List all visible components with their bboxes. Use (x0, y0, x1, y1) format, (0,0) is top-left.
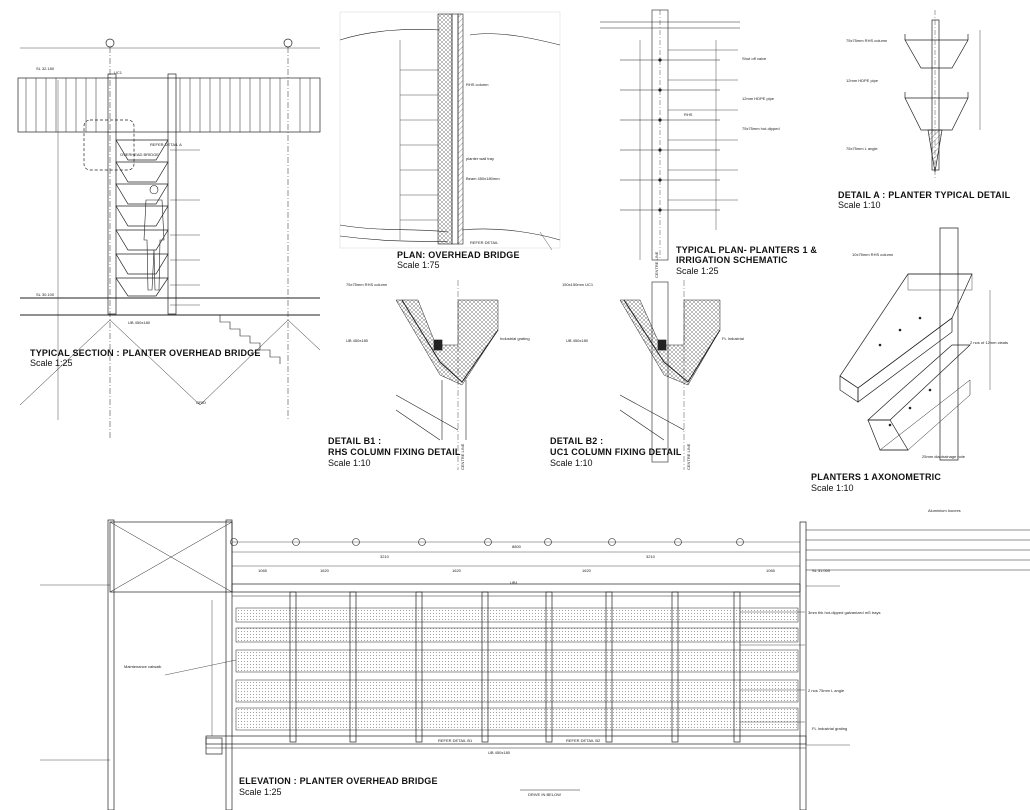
el-dim-c3: 1620 (582, 568, 591, 573)
el-dim-total: 8800 (512, 544, 521, 549)
typical-plan-title-line1: TYPICAL PLAN- PLANTERS 1 & (676, 245, 818, 255)
axonometric-title: PLANTERS 1 AXONOMETRIC (811, 472, 942, 482)
sec-refer-note: REFER DETAIL A (150, 142, 182, 147)
a-hdpe-note: 12mm HDPE pipe (846, 78, 879, 83)
el-dim-b: 1065 (258, 568, 267, 573)
el-angle-label: 2 nos 75mm L angle (808, 688, 845, 693)
b1-ub-note: UB 450x180 (346, 338, 369, 343)
el-dim-a2: 3210 (646, 554, 655, 559)
b2-centre-line: CENTRE LINE (686, 443, 691, 470)
typical-section-title: TYPICAL SECTION : PLANTER OVERHEAD BRIDG… (30, 348, 261, 358)
sec-grid-note: GRID (196, 400, 206, 405)
tp-rhs-note: RHS (684, 112, 693, 117)
detail-b1-scale: Scale 1:10 (328, 458, 371, 468)
elevation-title: ELEVATION : PLANTER OVERHEAD BRIDGE (239, 776, 438, 786)
typical-plan-scale: Scale 1:25 (676, 266, 719, 276)
el-ub1-label: UB1 (510, 580, 518, 585)
typical-plan-irrigation-drawing (600, 9, 740, 261)
plan-bridge-scale: Scale 1:75 (397, 260, 440, 270)
detail-b1-title-line1: DETAIL B1 : (328, 436, 382, 446)
b2-ub-note: UB 450x180 (566, 338, 589, 343)
axo-drain-note: 25mm dia drainage hole (922, 454, 965, 459)
detail-b1-title-line2: RHS COLUMN FIXING DETAIL (328, 447, 461, 457)
detail-b2-title-line2: UC1 COLUMN FIXING DETAIL (550, 447, 682, 457)
axo-rhs-note: 10x75mm RHS column (852, 252, 894, 257)
el-dim-c: 1620 (320, 568, 329, 573)
tp-pipe-note: 12mm HDPE pipe (742, 96, 775, 101)
b1-grating-note: Industrial grating (500, 336, 530, 341)
plan-bridge-title: PLAN: OVERHEAD BRIDGE (397, 250, 520, 260)
tp-centre-line: CENTRE LINE (654, 251, 659, 278)
el-dim-c2: 1620 (452, 568, 461, 573)
plan-overhead-bridge-drawing (339, 11, 561, 251)
el-level-label: SL 31.000 (812, 568, 831, 573)
tp-tray-note: 75x75mm hot-dipped (742, 126, 780, 131)
detail-a-title: DETAIL A : PLANTER TYPICAL DETAIL (838, 190, 1011, 200)
el-drive-label: DRIVE IN BELOW (528, 792, 561, 797)
typical-plan-title-line2: IRRIGATION SCHEMATIC (676, 255, 788, 265)
el-dim-b2: 1065 (766, 568, 775, 573)
el-maint-label: Maintenance catwalk (124, 664, 162, 669)
el-ub-label: UB 450x180 (488, 750, 511, 755)
detail-b1-drawing (395, 280, 499, 470)
sec-level-bottom: SL 30.100 (36, 292, 55, 297)
b1-rhs-note: 75x75mm RHS column (346, 282, 388, 287)
el-refer1-label: REFER DETAIL B1 (438, 738, 473, 743)
a-angle-note: 75x75mm L angle (846, 146, 878, 151)
b2-fl-note: FL Industrial (722, 336, 744, 341)
axonometric-scale: Scale 1:10 (811, 483, 854, 493)
el-fl-label: FL Industrial grating (812, 726, 848, 731)
b1-centre-line: CENTRE LINE (460, 443, 465, 470)
sec-overhead-note: OVERHEAD BRIDGE (120, 152, 159, 157)
axo-cleat-note: 2 nos of 12mm cleats (970, 340, 1009, 345)
elevation-scale: Scale 1:25 (239, 787, 282, 797)
a-rhs-note: 75x75mm RHS column (846, 38, 888, 43)
el-rhs-label: 3mm thk hot-dipped galvanized mS trays (808, 610, 881, 615)
plan-planter-note: planter wall tray (466, 156, 495, 161)
el-refer2-label: REFER DETAIL B2 (566, 738, 601, 743)
b2-uc-note: 150x150mm UC1 (562, 282, 594, 287)
detail-a-scale: Scale 1:10 (838, 200, 881, 210)
elevation-planter-bridge-drawing (40, 519, 1030, 810)
el-alu-label: Aluminium louvres (928, 508, 961, 513)
detail-b2-drawing (619, 280, 721, 470)
planter-axonometric-drawing (839, 227, 991, 461)
detail-a-planter-drawing (904, 10, 981, 178)
plan-refer-note: REFER DETAIL (470, 240, 499, 245)
typical-section-scale: Scale 1:25 (30, 358, 73, 368)
sec-uc1-note: UC1 (114, 70, 123, 75)
detail-b2-scale: Scale 1:10 (550, 458, 593, 468)
detail-b2-title-line1: DETAIL B2 : (550, 436, 604, 446)
tp-valve-note: Shut off valve (742, 56, 767, 61)
plan-beam-note: Beam 450x180mm (466, 176, 500, 181)
sec-level-top: SL 32.180 (36, 66, 55, 71)
plan-rhs-note: RHS column (466, 82, 489, 87)
typical-section-drawing (17, 38, 321, 440)
el-dim-a: 3210 (380, 554, 389, 559)
sec-ub-note: UB 450x180 (128, 320, 151, 325)
